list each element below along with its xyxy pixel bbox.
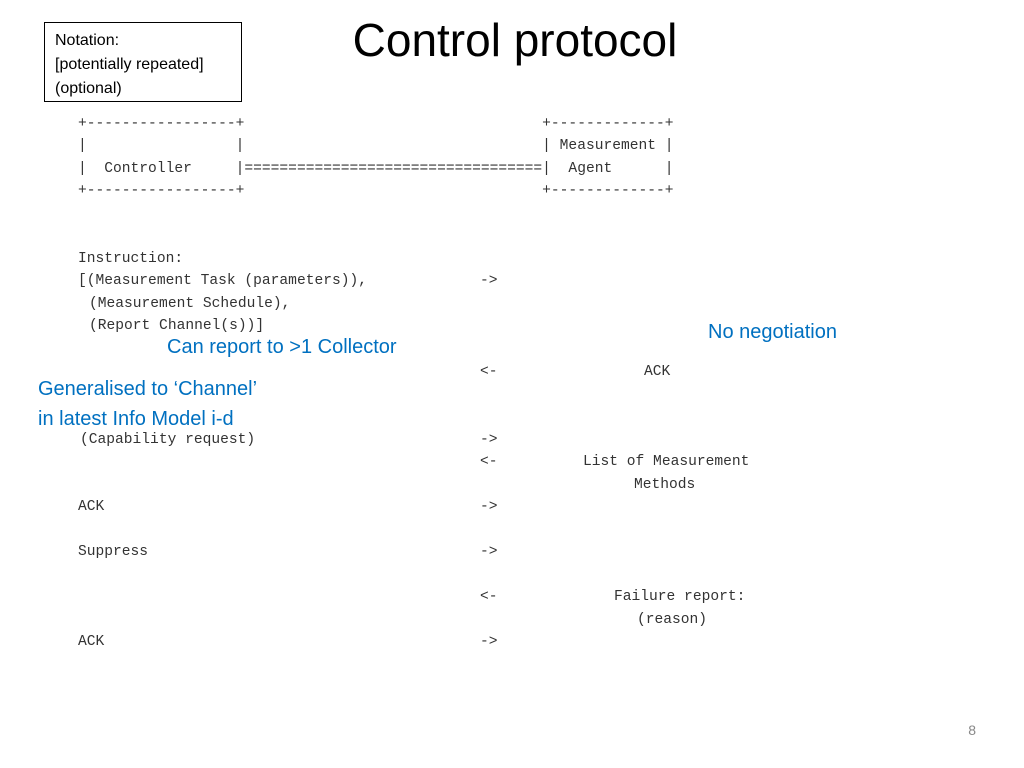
instruction-task: [(Measurement Task (parameters)), [78, 273, 368, 289]
no-negotiation-note: No negotiation [708, 321, 837, 343]
page-number: 8 [968, 722, 976, 738]
collector-note: Can report to >1 Collector [167, 336, 397, 358]
arrow-left: <- [480, 589, 498, 605]
diagram-line: +-----------------+ +-------------+ [78, 183, 674, 199]
arrow-left: <- [480, 364, 498, 380]
notation-line: (optional) [55, 80, 122, 97]
suppress: Suppress [78, 544, 149, 560]
failure-report: Failure report: [614, 589, 746, 605]
agent-ack: ACK [644, 364, 671, 380]
controller-ack: ACK [78, 499, 105, 515]
notation-line: Notation: [55, 32, 120, 49]
notation-line: [potentially repeated] [55, 56, 204, 73]
arrow-right: -> [480, 544, 498, 560]
arrow-right: -> [480, 499, 498, 515]
arrow-right: -> [480, 273, 498, 289]
instruction-schedule: (Measurement Schedule), [89, 296, 291, 312]
capability-request: (Capability request) [80, 432, 256, 448]
arrow-right: -> [480, 432, 498, 448]
instruction-label: Instruction: [78, 251, 184, 267]
controller-ack: ACK [78, 634, 105, 650]
generalised-note-cont: in latest Info Model i-d [38, 408, 234, 430]
instruction-channel: (Report Channel(s))] [89, 318, 265, 334]
diagram-line: +-----------------+ +-------------+ [78, 116, 674, 132]
diagram-line: | | | Measurement | [78, 138, 674, 154]
notation-box: Notation: [potentially repeated] (option… [44, 22, 242, 102]
failure-reason: (reason) [637, 612, 708, 628]
generalised-note: Generalised to ‘Channel’ [38, 378, 258, 400]
diagram-line: | Controller |==========================… [78, 161, 674, 177]
methods-list: List of Measurement [583, 454, 750, 470]
arrow-left: <- [480, 454, 498, 470]
slide-title: Control protocol [352, 14, 678, 66]
arrow-right: -> [480, 634, 498, 650]
methods-list-cont: Methods [634, 477, 696, 493]
